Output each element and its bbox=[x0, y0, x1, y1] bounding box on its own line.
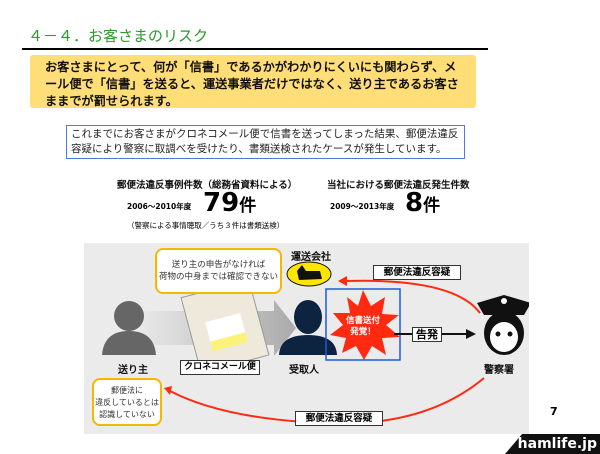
callout-line: 認識していない bbox=[99, 410, 155, 419]
count-unit: 件 bbox=[423, 196, 441, 216]
police-label: 警察署 bbox=[484, 365, 514, 376]
carrier-logo-icon bbox=[286, 261, 332, 287]
receiver-label: 受取人 bbox=[289, 365, 319, 376]
slide-title: ４－４．お客さまのリスク bbox=[28, 27, 209, 45]
callout-line: 郵便法に bbox=[111, 386, 143, 395]
stat-count-2: 8件 bbox=[405, 188, 440, 218]
sender-label: 送り主 bbox=[118, 365, 148, 376]
stat-period-1: 2006～2010年度 bbox=[127, 202, 192, 211]
callout-line: 違反しているとは bbox=[95, 398, 159, 407]
mail-label: クロネコメール便 bbox=[180, 360, 260, 375]
envelope-icon bbox=[180, 279, 270, 374]
sender-icon bbox=[102, 301, 156, 355]
risk-diagram: 送り主の申告がなければ荷物の中身までは確認できない 運送会社 郵便法違反容疑 送… bbox=[84, 243, 529, 434]
burst-line: 信書送付 bbox=[345, 316, 380, 326]
suspicion-tag-bottom: 郵便法違反容疑 bbox=[295, 411, 383, 426]
title-divider bbox=[22, 48, 488, 50]
page-number: 7 bbox=[550, 405, 558, 418]
count-unit: 件 bbox=[239, 196, 257, 216]
callout-carrier-note: 送り主の申告がなければ荷物の中身までは確認できない bbox=[155, 248, 282, 294]
receiver-icon bbox=[279, 300, 337, 355]
lead-box: お客さまにとって、何が「信書」であるかがわかりにくいにも関わらず、メール便で「信… bbox=[30, 55, 476, 108]
stat-heading-2: 当社における郵便法違反発生件数 bbox=[327, 180, 470, 191]
burst-line: 発覚！ bbox=[350, 327, 376, 337]
diagram-graphics bbox=[102, 261, 529, 425]
count-value: 79 bbox=[203, 188, 240, 218]
report-label: 告発 bbox=[412, 327, 442, 342]
callout-sender-note: 郵便法に違反しているとは認識していない bbox=[92, 378, 162, 426]
report-arrow-top bbox=[346, 279, 481, 314]
note-box: これまでにお客さまがクロネコメール便で信書を送ってしまった結果、郵便法違反容疑に… bbox=[66, 125, 465, 159]
stat-count-1: 79件 bbox=[203, 188, 256, 218]
discovery-burst-icon bbox=[330, 290, 400, 360]
callout-line: 荷物の中身までは確認できない bbox=[158, 272, 278, 282]
stat-footnote: （警察による事情聴取／うち３件は書類送検） bbox=[127, 221, 285, 230]
count-value: 8 bbox=[405, 188, 424, 218]
watermark-logo: hamlife.jp bbox=[505, 434, 600, 454]
stat-heading-1: 郵便法違反事例件数（総務省資料による） bbox=[117, 180, 298, 191]
note-text: これまでにお客さまがクロネコメール便で信書を送ってしまった結果、郵便法違反容疑に… bbox=[71, 128, 459, 155]
burst-text: 信書送付発覚！ bbox=[340, 316, 386, 338]
lead-text: お客さまにとって、何が「信書」であるかがわかりにくいにも関わらず、メール便で「信… bbox=[45, 60, 459, 108]
callout-line: 送り主の申告がなければ bbox=[171, 260, 266, 270]
police-icon bbox=[477, 295, 529, 355]
stat-period-2: 2009～2013年度 bbox=[330, 202, 395, 211]
carrier-label: 運送会社 bbox=[291, 252, 331, 263]
highlight-frame bbox=[325, 288, 401, 361]
suspicion-tag-top: 郵便法違反容疑 bbox=[373, 265, 461, 280]
